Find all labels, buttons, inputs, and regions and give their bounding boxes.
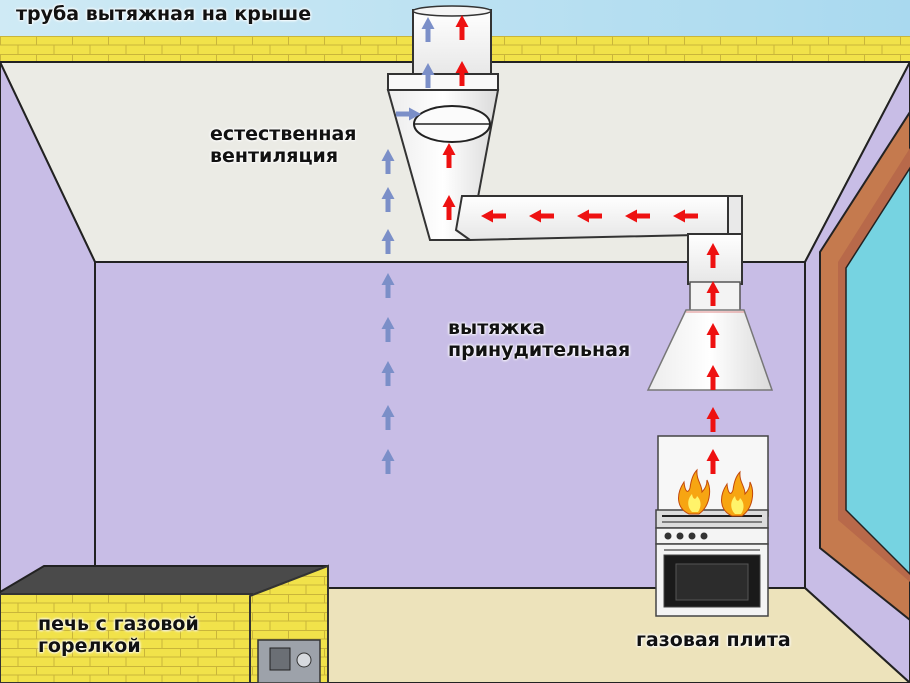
flame-icon [678, 468, 711, 515]
cooker-hood [646, 281, 774, 391]
label-furnace-line1: печь с газовой [38, 613, 199, 635]
stove-control-panel [655, 527, 769, 545]
stove-knob [688, 532, 696, 540]
stove-knob [676, 532, 684, 540]
window-glass [845, 166, 910, 576]
label-natural-ventilation-line1: естественная [210, 123, 357, 145]
stove-knob [664, 532, 672, 540]
label-natural-ventilation-line2: вентиляция [210, 144, 339, 167]
furnace-front [0, 593, 253, 683]
stove-cooktop [655, 509, 769, 529]
label-gas-stove: газовая плита [636, 629, 791, 651]
oven-window [675, 563, 749, 601]
label-roof-pipe: труба вытяжная на крыше [16, 3, 312, 25]
label-forced-hood-line2: принудительная [448, 338, 631, 361]
stove-knob [700, 532, 708, 540]
label-forced-hood: вытяжка принудительная [448, 317, 631, 362]
label-furnace-line2: горелкой [38, 634, 141, 657]
flame-icon [721, 470, 754, 517]
window [819, 110, 910, 622]
stove-backsplash [657, 435, 769, 517]
gas-furnace [0, 564, 329, 683]
label-natural-ventilation: естественная вентиляция [210, 123, 357, 168]
label-furnace: печь с газовой горелкой [38, 613, 199, 658]
label-forced-hood-line1: вытяжка [448, 317, 546, 339]
